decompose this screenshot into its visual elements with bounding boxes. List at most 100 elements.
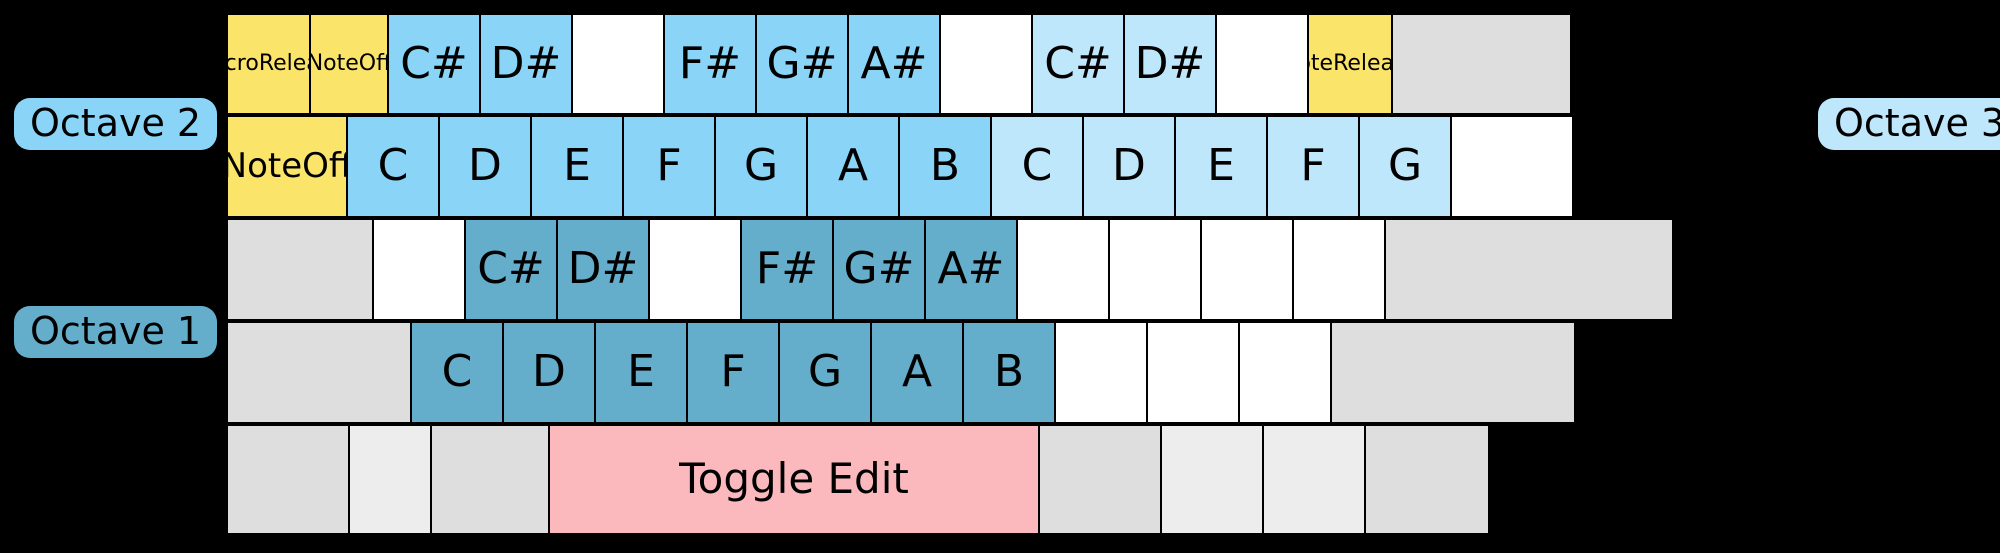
key-label-line: D <box>468 140 502 192</box>
key-label-line: Note <box>309 51 359 77</box>
key-inactive-4-1 <box>348 424 432 535</box>
key-label-line: C <box>441 346 473 398</box>
key-note-d-oct2[interactable]: D <box>438 115 532 218</box>
key-note-d-oct1[interactable]: D <box>502 321 596 424</box>
key-note-c-sharp-oct1[interactable]: C# <box>464 218 558 321</box>
key-note-b-oct1[interactable]: B <box>962 321 1056 424</box>
key-label-line: G <box>743 140 779 192</box>
key-note-d-sharp-oct3[interactable]: D# <box>1123 13 1217 115</box>
key-label-line: D# <box>490 37 562 89</box>
key-label-line: F# <box>755 243 819 295</box>
key-note-c-sharp-oct2[interactable]: C# <box>387 13 481 115</box>
key-note-c-oct2[interactable]: C <box>346 115 440 218</box>
key-label-line: D# <box>1134 37 1206 89</box>
key-blank-2-11 <box>1292 218 1386 321</box>
key-inactive-4-5 <box>1160 424 1264 535</box>
key-note-e-oct1[interactable]: E <box>594 321 688 424</box>
key-note-e-oct2[interactable]: E <box>530 115 624 218</box>
key-blank-0-11 <box>1215 13 1309 115</box>
key-blank-3-8 <box>1054 321 1148 424</box>
key-note-a-sharp-oct1[interactable]: A# <box>924 218 1018 321</box>
key-inactive-2-0 <box>226 218 374 321</box>
key-toggle-edit[interactable]: Toggle Edit <box>548 424 1040 535</box>
key-note-a-sharp-oct2[interactable]: A# <box>847 13 941 115</box>
key-inactive-4-7 <box>1364 424 1490 535</box>
key-note-d-sharp-oct2[interactable]: D# <box>479 13 573 115</box>
key-label-line: B <box>929 140 961 192</box>
key-note-f-sharp-oct2[interactable]: F# <box>663 13 757 115</box>
key-label-line: D# <box>567 243 639 295</box>
keyboard-row-1: MacroReleaseNoteOffC#D#F#G#A#C#D#NoteRel… <box>226 13 1572 115</box>
octave-2-tag: Octave 2 <box>14 98 218 150</box>
key-note-g-oct1[interactable]: G <box>778 321 872 424</box>
key-label-line: A# <box>937 243 1005 295</box>
key-label-line: G <box>1387 140 1423 192</box>
key-note-d-oct3[interactable]: D <box>1082 115 1176 218</box>
key-macro-release[interactable]: MacroRelease <box>226 13 311 115</box>
key-label-line: A <box>837 140 869 192</box>
key-note-e-oct3[interactable]: E <box>1174 115 1268 218</box>
key-label-line: C <box>1021 140 1053 192</box>
key-label-line: Release <box>258 51 309 77</box>
key-blank-2-4 <box>648 218 742 321</box>
key-note-c-sharp-oct3[interactable]: C# <box>1031 13 1125 115</box>
key-label-line: A# <box>860 37 928 89</box>
key-label-line: Macro <box>226 51 259 77</box>
key-blank-0-4 <box>571 13 665 115</box>
key-inactive-4-6 <box>1262 424 1366 535</box>
key-label-line: F <box>1300 140 1326 192</box>
key-note-f-oct1[interactable]: F <box>686 321 780 424</box>
octave-3-tag: Octave 3 <box>1818 98 2000 150</box>
octave-1-tag: Octave 1 <box>14 306 218 358</box>
key-label-line: D <box>532 346 566 398</box>
key-note-f-oct2[interactable]: F <box>622 115 716 218</box>
key-label-line: G <box>807 346 843 398</box>
keyboard-grid: MacroReleaseNoteOffC#D#F#G#A#C#D#NoteRel… <box>226 13 1798 535</box>
key-blank-2-10 <box>1200 218 1294 321</box>
key-label-line: F <box>720 346 746 398</box>
key-note-c-oct3[interactable]: C <box>990 115 1084 218</box>
key-label-line: Toggle Edit <box>679 454 909 504</box>
key-label-line: G# <box>843 243 915 295</box>
key-label-line: Note <box>1309 51 1334 77</box>
keyboard-row-5: Toggle Edit <box>226 424 1490 535</box>
key-note-g-sharp-oct2[interactable]: G# <box>755 13 849 115</box>
key-note-g-sharp-oct1[interactable]: G# <box>832 218 926 321</box>
key-blank-2-9 <box>1108 218 1202 321</box>
key-label-line: E <box>563 140 591 192</box>
key-label-line: E <box>1207 140 1235 192</box>
key-note-release[interactable]: NoteRelease <box>1307 13 1393 115</box>
key-label-line: C# <box>1044 37 1112 89</box>
key-label-line: Release <box>1333 51 1393 77</box>
key-note-f-oct3[interactable]: F <box>1266 115 1360 218</box>
key-label-line: F <box>656 140 682 192</box>
key-label-line: Off <box>358 51 389 77</box>
key-inactive-3-11 <box>1330 321 1576 424</box>
key-blank-2-1 <box>372 218 466 321</box>
key-inactive-0-13 <box>1391 13 1572 115</box>
key-note-c-oct1[interactable]: C <box>410 321 504 424</box>
key-note-b-oct2[interactable]: B <box>898 115 992 218</box>
key-label-line: A <box>901 346 933 398</box>
key-note-f-sharp-oct1[interactable]: F# <box>740 218 834 321</box>
key-note-d-sharp-oct1[interactable]: D# <box>556 218 650 321</box>
key-note-g-oct3[interactable]: G <box>1358 115 1452 218</box>
key-label-line: C# <box>477 243 545 295</box>
key-label-line: C# <box>400 37 468 89</box>
key-note-a-oct1[interactable]: A <box>870 321 964 424</box>
key-blank-3-9 <box>1146 321 1240 424</box>
key-blank-1-13 <box>1450 115 1574 218</box>
key-inactive-3-0 <box>226 321 412 424</box>
key-blank-0-8 <box>939 13 1033 115</box>
key-label-line: C <box>377 140 409 192</box>
keyboard-row-3: C# D# F# G# A# <box>226 218 1674 321</box>
key-label-line: G# <box>766 37 838 89</box>
key-note-g-oct2[interactable]: G <box>714 115 808 218</box>
key-inactive-4-2 <box>430 424 550 535</box>
key-note-a-oct2[interactable]: A <box>806 115 900 218</box>
key-inactive-4-0 <box>226 424 350 535</box>
